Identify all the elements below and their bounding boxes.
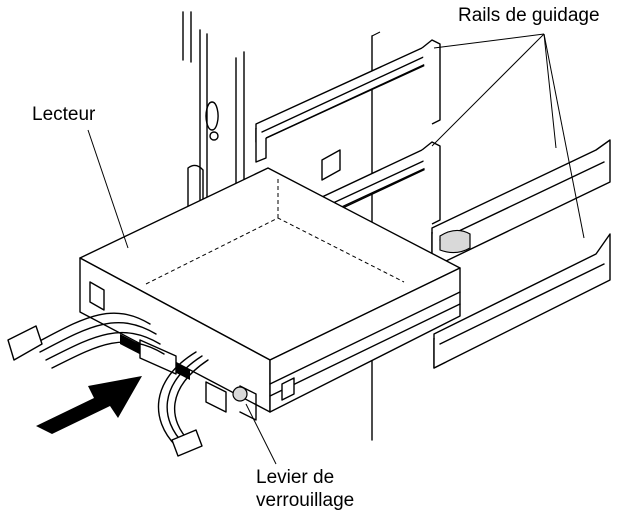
lever-label-line2: verrouillage [256, 490, 355, 511]
drive-label: Lecteur [32, 104, 96, 125]
arrow-right-icon [36, 376, 142, 434]
power-cable [157, 351, 209, 457]
guide-rails-front [431, 139, 611, 369]
drive-unit [79, 149, 461, 421]
ribbon-cable [7, 312, 165, 369]
leader-lines [87, 33, 585, 465]
lever-label-line1: Levier de [256, 467, 335, 488]
lever-label: Levier de verrouillage [256, 466, 354, 512]
rails-label: Rails de guidage [458, 5, 600, 26]
